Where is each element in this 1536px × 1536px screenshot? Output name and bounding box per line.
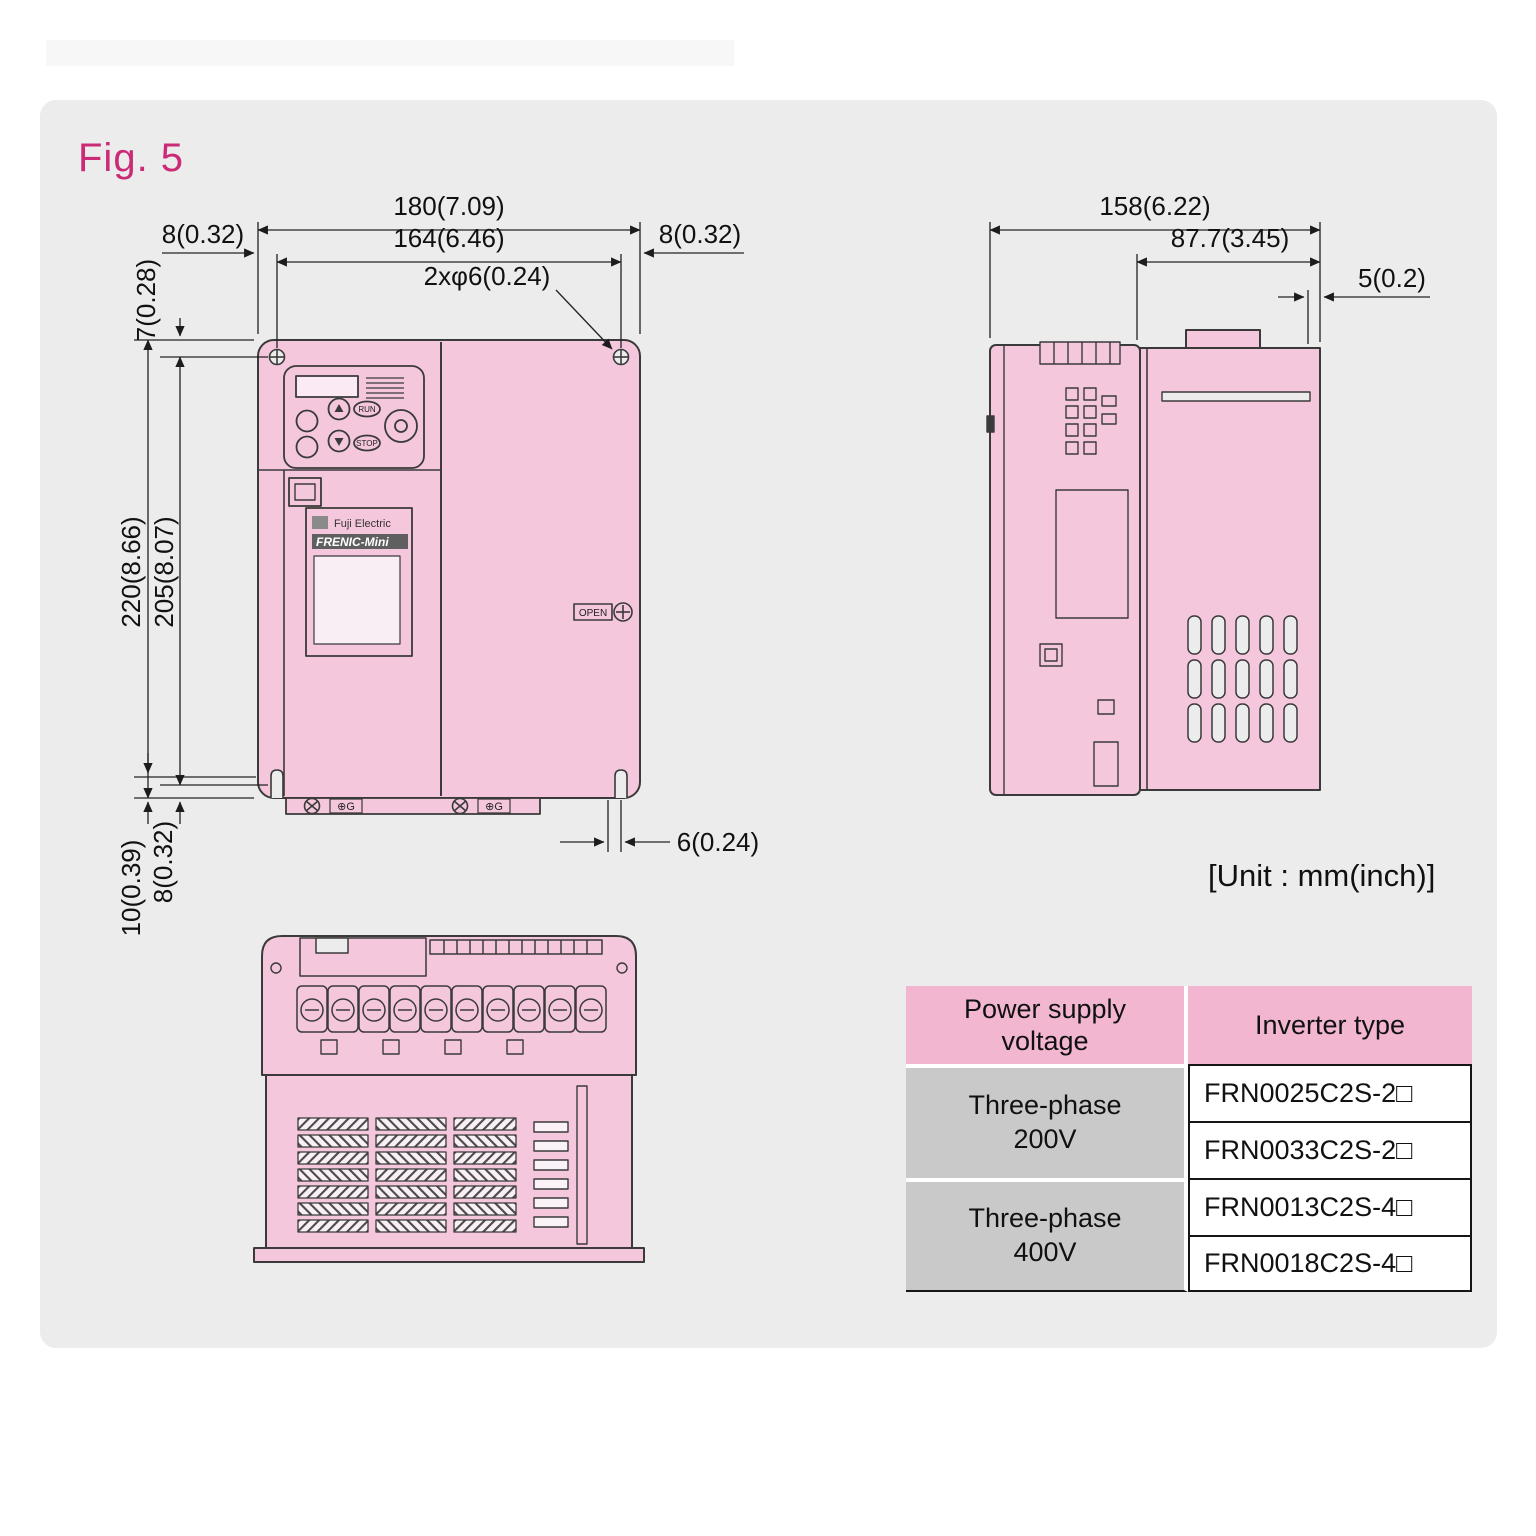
stop-button xyxy=(353,434,381,452)
front-connector xyxy=(288,477,322,507)
front-dimension-lines xyxy=(134,222,744,852)
ground-terminals xyxy=(303,797,511,815)
table-row: Three-phase 400V FRN0013C2S-4□ xyxy=(906,1178,1472,1292)
ground-label-left: ⊕G xyxy=(337,801,355,813)
front-device-labels: RUN STOP Fuji Electric FRENIC-Mini OPEN … xyxy=(316,405,607,813)
up-arrow-icon xyxy=(334,404,344,412)
type-cell: FRN0025C2S-2□ xyxy=(1188,1064,1472,1121)
terminal-row xyxy=(296,985,607,1033)
ground-label-right: ⊕G xyxy=(485,801,503,813)
dim-depth-total: 158(6.22) xyxy=(1099,191,1210,221)
side-body-front xyxy=(989,344,1141,796)
bottom-flange xyxy=(253,1247,645,1263)
header-power-supply-voltage: Power supply voltage xyxy=(906,986,1188,1064)
keypad xyxy=(283,365,425,469)
table-row: FRN0033C2S-2□ xyxy=(906,1121,1472,1178)
model-band xyxy=(312,534,408,549)
type-cell: FRN0033C2S-2□ xyxy=(1188,1121,1472,1178)
frequency-knob xyxy=(384,409,418,443)
dim-height-inner: 205(8.07) xyxy=(149,516,179,627)
table-header-row: Power supply voltage Inverter type xyxy=(906,986,1472,1064)
top-tab xyxy=(1185,329,1261,349)
inverter-type-table: Power supply voltage Inverter type Three… xyxy=(906,986,1472,1292)
dim-tab-offset: 5(0.2) xyxy=(1358,263,1426,293)
open-tag xyxy=(573,603,613,621)
bottom-keyhole-left xyxy=(270,769,284,798)
function-button xyxy=(295,435,319,459)
brand-label: Fuji Electric xyxy=(334,518,391,530)
dim-top-offset: 7(0.28) xyxy=(131,259,161,341)
side-dimension-labels: 158(6.22) 87.7(3.45) 5(0.2) xyxy=(1099,191,1426,293)
mounting-hook xyxy=(1039,341,1121,365)
dim-width-inner: 164(6.46) xyxy=(393,223,504,253)
front-view xyxy=(257,339,641,815)
up-button xyxy=(327,397,351,421)
dim-height-total: 220(8.66) xyxy=(116,516,146,627)
dim-margin-right: 8(0.32) xyxy=(659,219,741,249)
bottom-keyhole-right xyxy=(614,769,628,798)
stop-label: STOP xyxy=(356,439,378,448)
cover-screw xyxy=(613,602,633,622)
dim-bottom-10: 10(0.39) xyxy=(116,840,146,937)
front-dimension-labels: 180(7.09) 164(6.46) 8(0.32) 8(0.32) 2xφ6… xyxy=(116,191,759,936)
nameplate xyxy=(305,507,413,657)
down-button xyxy=(327,429,351,453)
fuji-logo-icon xyxy=(312,516,328,529)
header-placeholder xyxy=(46,40,734,66)
model-label: FRENIC-Mini xyxy=(316,535,389,549)
bottom-vents xyxy=(297,1117,517,1233)
bottom-view xyxy=(253,935,645,1263)
top-vent-slot xyxy=(1161,391,1311,402)
figure-title: Fig. 5 xyxy=(78,136,185,180)
table-row: FRN0018C2S-4□ xyxy=(906,1235,1472,1292)
dim-slot-offset: 6(0.24) xyxy=(677,827,759,857)
open-label: OPEN xyxy=(579,608,607,619)
dim-width-total: 180(7.09) xyxy=(393,191,504,221)
side-view xyxy=(986,329,1321,796)
voltage-cell-400v: Three-phase 400V xyxy=(906,1178,1188,1292)
keypad-display xyxy=(295,375,359,398)
type-cell: FRN0013C2S-4□ xyxy=(1188,1178,1472,1235)
side-internal-detail xyxy=(986,345,1129,795)
bottom-connector xyxy=(299,937,603,977)
table-row: Three-phase 200V FRN0025C2S-2□ xyxy=(906,1064,1472,1178)
bottom-right-slots xyxy=(533,1085,588,1245)
down-arrow-icon xyxy=(334,438,344,446)
run-label: RUN xyxy=(358,405,376,414)
dim-mounting-holes: 2xφ6(0.24) xyxy=(424,261,551,291)
type-cell: FRN0018C2S-4□ xyxy=(1188,1235,1472,1292)
run-button xyxy=(353,400,381,418)
keypad-grille xyxy=(366,377,404,399)
header-inverter-type: Inverter type xyxy=(1188,986,1472,1064)
rating-label xyxy=(313,555,401,645)
terminal-strip xyxy=(285,797,541,815)
voltage-cell-200v: Three-phase 200V xyxy=(906,1064,1188,1178)
unit-note: [Unit : mm(inch)] xyxy=(1208,858,1436,893)
side-dimension-lines xyxy=(989,222,1430,344)
dim-depth-heatsink: 87.7(3.45) xyxy=(1171,223,1290,253)
dim-bottom-8: 8(0.32) xyxy=(148,821,178,903)
program-button xyxy=(295,409,319,433)
dim-margin-left: 8(0.32) xyxy=(162,219,244,249)
mounting-holes xyxy=(268,348,630,366)
terminal-tabs xyxy=(320,1039,524,1055)
